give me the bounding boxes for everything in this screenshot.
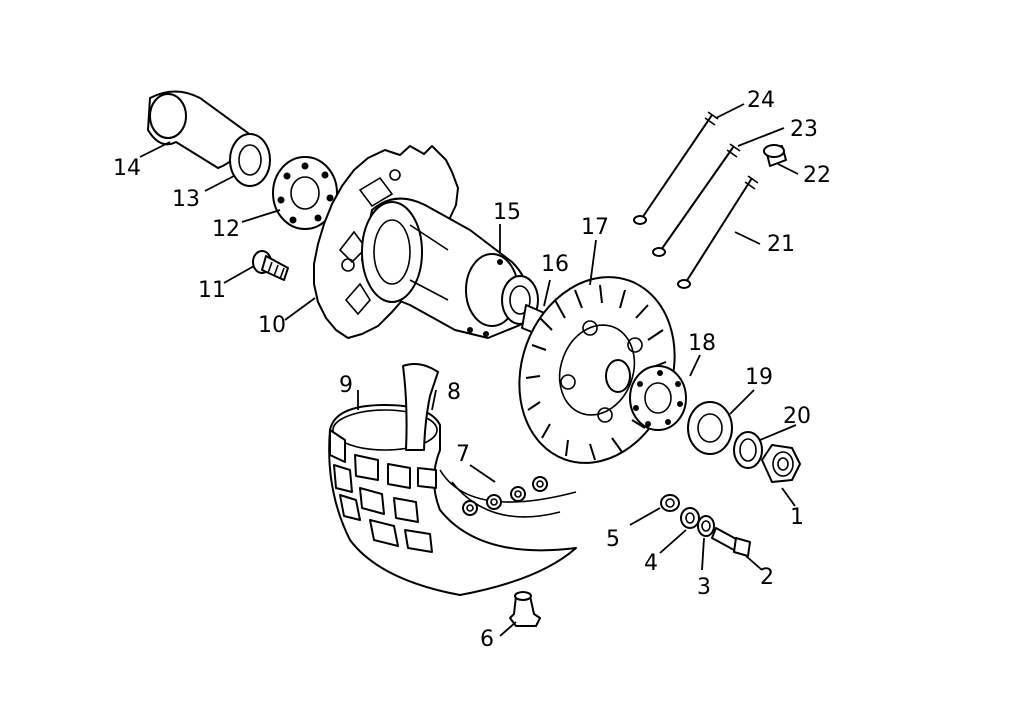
callout-16: 16: [541, 252, 569, 277]
callout-13: 13: [172, 187, 200, 212]
part-4-washer: [680, 507, 700, 529]
callout-10: 10: [258, 313, 286, 338]
callout-6: 6: [480, 627, 494, 652]
callout-15: 15: [493, 200, 521, 225]
part-3-washer: [697, 515, 715, 537]
part-1-nut: [761, 444, 801, 483]
part-24-bolt: [633, 111, 719, 225]
callout-20: 20: [783, 404, 811, 429]
part-2-bolt: [711, 527, 751, 557]
part-11-bolt: [252, 250, 289, 281]
part-23-bolt: [652, 143, 741, 257]
callout-9: 9: [339, 373, 353, 398]
part-22-nut: [763, 144, 787, 167]
callout-17: 17: [581, 215, 609, 240]
part-18-bearing: [629, 365, 687, 431]
part-5-bushing: [660, 494, 680, 512]
callout-7: 7: [456, 442, 470, 467]
part-21-bolt: [677, 175, 759, 289]
part-9-tyre: [328, 404, 577, 596]
part-14-spacer: [147, 90, 249, 169]
callout-3: 3: [697, 575, 711, 600]
callout-19: 19: [745, 365, 773, 390]
part-13-seal: [229, 133, 271, 187]
callout-1: 1: [790, 505, 804, 530]
callout-24: 24: [747, 88, 775, 113]
part-6-valve: [509, 591, 541, 627]
callout-22: 22: [803, 163, 831, 188]
callout-14: 14: [113, 156, 141, 181]
part-15-hub: [361, 197, 539, 339]
callouts: 1 2 3 4 5 6 7 8 9 10 11 12 13 14 15 16 1…: [113, 88, 831, 652]
part-8-rim-band: [402, 363, 439, 451]
part-7-rim: [439, 469, 577, 518]
callout-5: 5: [606, 527, 620, 552]
part-19-seal: [687, 401, 733, 455]
callout-2: 2: [760, 565, 774, 590]
part-12-bearing: [272, 156, 338, 230]
callout-4: 4: [644, 551, 658, 576]
callout-11: 11: [198, 278, 226, 303]
callout-18: 18: [688, 331, 716, 356]
callout-12: 12: [212, 217, 240, 242]
callout-21: 21: [767, 232, 795, 257]
leader-lines: [139, 103, 799, 637]
callout-8: 8: [447, 380, 461, 405]
part-20-washer: [733, 431, 763, 469]
callout-23: 23: [790, 117, 818, 142]
